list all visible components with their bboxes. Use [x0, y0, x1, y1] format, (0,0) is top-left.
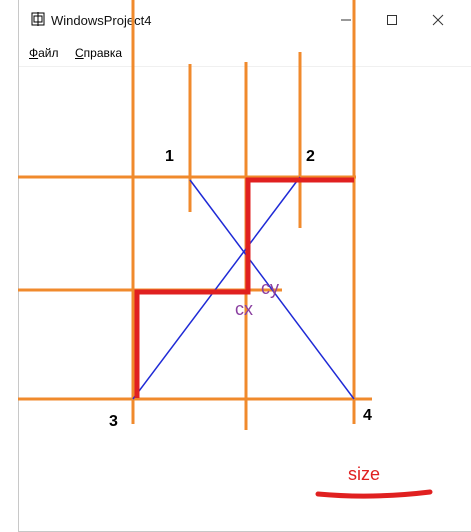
- menu-help-mnemonic: С: [75, 46, 84, 60]
- corner-label-2: 2: [306, 148, 315, 165]
- menu-help-rest: правка: [83, 46, 123, 60]
- close-icon: [432, 14, 444, 26]
- guide-lines: [18, 0, 372, 430]
- minimize-button[interactable]: [323, 0, 369, 40]
- cx-label: cx: [235, 299, 253, 319]
- highlight-path: [134, 177, 354, 398]
- maximize-button[interactable]: [369, 0, 415, 40]
- corner-label-1: 1: [165, 148, 174, 165]
- minimize-icon: [341, 19, 351, 21]
- corner-label-4: 4: [363, 407, 372, 424]
- size-underline: [315, 489, 433, 499]
- diagonals: [132, 176, 355, 400]
- window-title: WindowsProject4: [51, 13, 152, 28]
- cy-label: cy: [261, 278, 279, 298]
- menu-file-mnemonic: Ф: [29, 46, 39, 60]
- menu-item-help[interactable]: Справка: [75, 46, 122, 60]
- diagonal-2: [132, 176, 301, 400]
- diagonal-1: [189, 179, 355, 400]
- corner-label-3: 3: [109, 413, 118, 430]
- title-bar[interactable]: WindowsProject4: [19, 0, 471, 40]
- menu-item-file[interactable]: Файл: [29, 46, 59, 60]
- close-button[interactable]: [415, 0, 461, 40]
- menu-file-rest: айл: [38, 46, 59, 60]
- size-label: size: [348, 464, 380, 484]
- maximize-icon: [387, 15, 397, 25]
- app-icon: [31, 12, 45, 26]
